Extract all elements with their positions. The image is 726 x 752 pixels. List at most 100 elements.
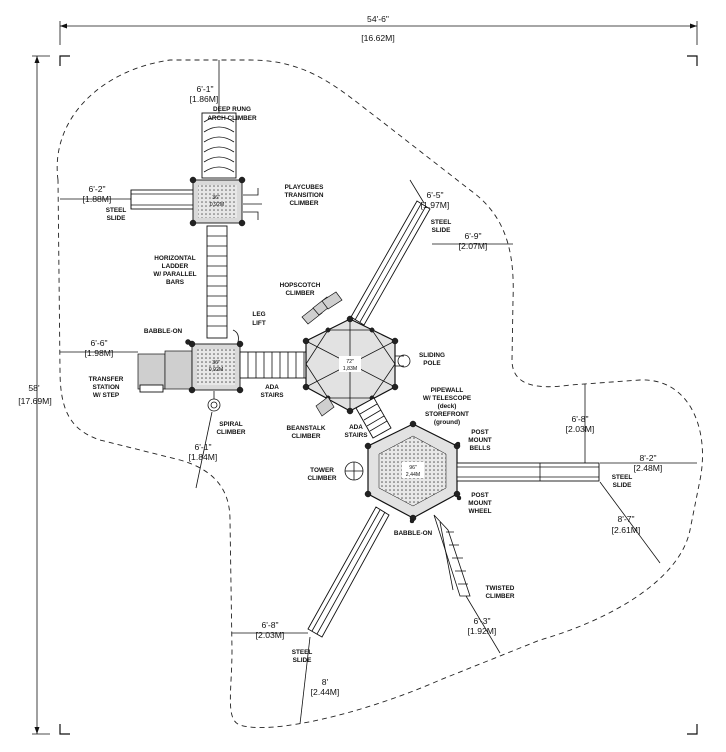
label-steel-slide-tl-2: SLIDE — [107, 215, 127, 222]
label-sliding-pole-1: SLIDING — [419, 352, 445, 359]
label-deep-rung-1: DEEP RUNG — [213, 106, 251, 113]
dim-bottom-left-m: [2.03M] — [256, 630, 285, 640]
overall-width-label: 54'-6" — [367, 14, 389, 24]
label-ada-left-1: ADA — [265, 384, 279, 391]
upper-deck-size-metric: 0,92M — [210, 202, 224, 208]
sliding-pole — [395, 354, 411, 368]
label-wheel-3: WHEEL — [468, 508, 491, 515]
deep-rung-arch-climber — [201, 112, 237, 179]
dim-bottom-left: 6'-8" — [261, 620, 278, 630]
label-babble-on-bottom: BABBLE-ON — [394, 530, 433, 537]
horizontal-ladder — [206, 225, 228, 339]
dim-right-slide-top-m: [2.07M] — [459, 241, 488, 251]
label-steel-slide-right-2: SLIDE — [613, 482, 633, 489]
post-mount-bells — [455, 441, 461, 447]
lower-hex-deck: 96" 2,44M — [364, 420, 461, 522]
label-deep-rung-2: ARCH CLIMBER — [207, 115, 257, 122]
overall-width-dimension: 54'-6" [16.62M] — [59, 14, 698, 45]
label-bells-2: MOUNT — [468, 437, 492, 444]
label-hladder-1: HORIZONTAL — [154, 255, 196, 262]
dim-bottom-m: [2.44M] — [311, 687, 340, 697]
dim-right-mid-m: [2.03M] — [566, 424, 595, 434]
dim-bottom: 8' — [322, 677, 329, 687]
label-transfer-1: TRANSFER — [89, 376, 124, 383]
dim-left-mid: 6'-6" — [90, 338, 107, 348]
label-spiral-1: SPIRAL — [219, 421, 243, 428]
dim-left-top: 6'-2" — [88, 184, 105, 194]
lower-hex-size-metric: 2,44M — [406, 472, 420, 478]
label-pipewall-4: STOREFRONT — [425, 411, 469, 418]
label-ada-mid-1: ADA — [349, 424, 363, 431]
label-playcubes-3: CLIMBER — [289, 200, 318, 207]
dimension-labels: 6'-1" [1.86M] 6'-2" [1.88M] 6'-6" [1.98M… — [83, 84, 663, 697]
label-steel-slide-bottom-1: STEEL — [292, 649, 313, 656]
label-spiral-2: CLIMBER — [216, 429, 245, 436]
dim-top-clear-m: [1.86M] — [190, 94, 219, 104]
label-twisted-2: CLIMBER — [485, 593, 514, 600]
ada-stairs-mid — [355, 397, 392, 439]
label-ada-left-2: STAIRS — [261, 392, 285, 399]
upper-deck-size: 36" — [212, 195, 220, 201]
dim-right-diag-m: [2.61M] — [612, 525, 641, 535]
label-tower-1: TOWER — [310, 467, 334, 474]
label-beanstalk-1: BEANSTALK — [287, 425, 326, 432]
label-ada-mid-2: STAIRS — [345, 432, 369, 439]
leg-lift — [232, 329, 239, 343]
label-tower-2: CLIMBER — [307, 475, 336, 482]
component-labels: DEEP RUNG ARCH CLIMBER PLAYCUBES TRANSIT… — [89, 106, 633, 664]
mid-hex-size: 72" — [346, 359, 354, 365]
label-steel-slide-bottom-2: SLIDE — [293, 657, 313, 664]
upper-tower: 36" 0,92M — [130, 112, 262, 339]
label-pipewall-3: (deck) — [438, 403, 457, 410]
dim-diag-slide: 6'-5" — [426, 190, 443, 200]
hopscotch-climber — [301, 291, 343, 325]
label-hladder-2: LADDER — [162, 263, 189, 270]
label-steel-slide-diag-1: STEEL — [431, 219, 452, 226]
lower-tower: 36" 0,92M — [137, 329, 244, 412]
dim-right-end-m: [2.48M] — [634, 463, 663, 473]
twisted-climber — [433, 514, 471, 597]
dim-left-top-m: [1.88M] — [83, 194, 112, 204]
top-left-steel-slide — [130, 189, 196, 210]
bottom-steel-slide — [307, 506, 390, 638]
beanstalk-climber — [315, 396, 335, 417]
label-bells-3: BELLS — [470, 445, 492, 452]
ada-stairs-left — [239, 351, 313, 379]
label-wheel-2: MOUNT — [468, 500, 492, 507]
dim-twisted: 6'-3" — [473, 616, 490, 626]
corner-marks — [59, 55, 698, 735]
mid-hex-deck: 72" 1,83M — [302, 315, 399, 415]
overall-width-metric: [16.62M] — [361, 33, 394, 43]
overall-height-metric: [17.69M] — [18, 396, 51, 406]
label-pipewall-1: PIPEWALL — [431, 387, 464, 394]
right-steel-slide — [456, 462, 600, 482]
lower-hex-size: 96" — [409, 465, 417, 471]
mid-hex-size-metric: 1,83M — [343, 366, 357, 372]
dim-right-diag: 8'-7" — [617, 514, 634, 524]
overall-height-dimension: 58' [17.69M] — [18, 55, 52, 735]
label-beanstalk-2: CLIMBER — [291, 433, 320, 440]
dim-left-mid-m: [1.98M] — [85, 348, 114, 358]
dim-top-clear: 6'-1" — [196, 84, 213, 94]
label-steel-slide-tl-1: STEEL — [106, 207, 127, 214]
label-sliding-pole-2: POLE — [423, 360, 441, 367]
babble-on-bottom-panel — [409, 518, 415, 524]
post-mount-wheel — [456, 495, 462, 501]
label-pipewall-2: W/ TELESCOPE — [423, 395, 472, 402]
label-transfer-2: STATION — [92, 384, 119, 391]
transfer-station — [137, 350, 193, 393]
label-playcubes-1: PLAYCUBES — [285, 184, 325, 191]
label-hopscotch-1: HOPSCOTCH — [280, 282, 321, 289]
label-twisted-1: TWISTED — [486, 585, 515, 592]
babble-on-panel — [185, 339, 191, 345]
overall-height-label: 58' — [28, 383, 40, 393]
label-steel-slide-diag-2: SLIDE — [432, 227, 452, 234]
dim-diag-slide-m: [1.97M] — [421, 200, 450, 210]
label-babble-on-left: BABBLE-ON — [144, 328, 183, 335]
label-transfer-3: W/ STEP — [93, 392, 120, 399]
spiral-climber — [207, 391, 221, 412]
dim-right-mid: 6'-8" — [571, 414, 588, 424]
label-leg-lift-1: LEG — [252, 311, 265, 318]
dim-lower-left-m: [1.84M] — [189, 452, 218, 462]
